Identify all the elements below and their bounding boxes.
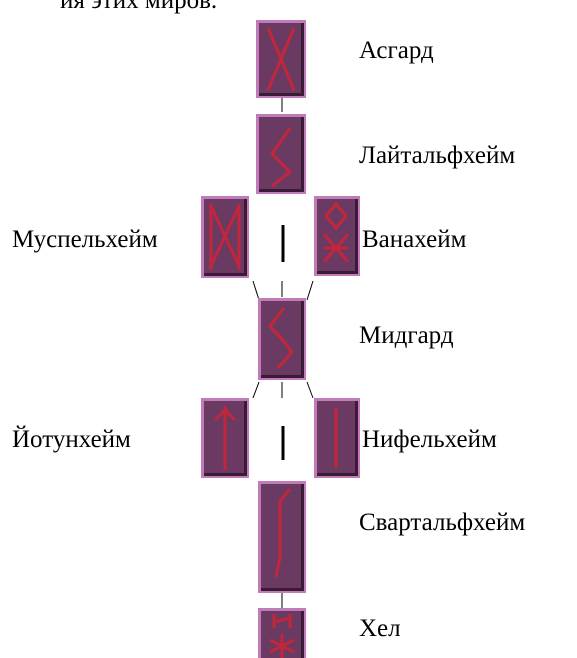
world-label-hel: Хел [359, 615, 401, 642]
world-label-niflheim: Нифельхейм [362, 426, 497, 453]
connector-midgard-niflheim [306, 381, 314, 399]
tiwaz-rune-icon [201, 398, 249, 478]
hel-tile [258, 608, 306, 658]
gebo-rune-icon [256, 20, 306, 98]
eihwaz-rune-icon [258, 481, 306, 593]
asgard-tile [256, 20, 306, 98]
world-label-midgard: Мидгард [359, 322, 454, 349]
world-label-jotunheim: Йотунхейм [12, 426, 131, 453]
jotunheim-tile [201, 398, 249, 478]
midgard-tile [258, 298, 306, 380]
world-label-vanaheim: Ванахейм [362, 226, 467, 253]
hagalaz-rune-icon [258, 608, 306, 658]
isa-rune-icon [314, 398, 360, 478]
connector-vanaheim-midgard [306, 280, 314, 301]
ingwaz-othala-rune-icon [314, 196, 360, 276]
sowilo-rune-icon [256, 114, 306, 194]
muspelheim-tile [201, 196, 249, 278]
connector-midgard-jotunheim [252, 381, 260, 399]
world-label-svartalfheim: Свартальфхейм [359, 509, 526, 536]
world-label-asgard: Асгард [359, 37, 434, 64]
intro-text-fragment: ия этих миров. [60, 0, 218, 14]
svartalfheim-tile [258, 481, 306, 593]
mannaz-rune-icon [201, 196, 249, 278]
vanaheim-tile [314, 196, 360, 276]
connector-muspelheim-midgard [252, 280, 260, 301]
jera-rune-icon [258, 298, 306, 380]
lightalfheim-tile [256, 114, 306, 194]
world-label-muspelheim: Муспельхейм [12, 226, 158, 253]
niflheim-tile [314, 398, 360, 478]
world-label-lightalfheim: Лайтальфхейм [359, 142, 516, 169]
